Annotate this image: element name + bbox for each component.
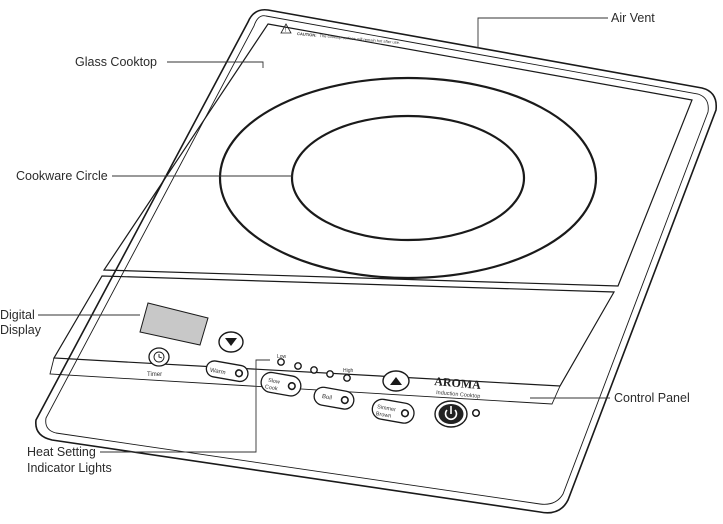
digital-display xyxy=(139,302,209,346)
simmer-brown-button[interactable] xyxy=(371,398,416,425)
timer-button[interactable] xyxy=(148,347,170,367)
arrow-up-icon xyxy=(390,377,402,385)
svg-text:Simmer Brown: Simmer Brown xyxy=(375,404,397,420)
slow-cook-button[interactable] xyxy=(260,371,303,398)
heat-light-4 xyxy=(326,370,334,378)
simmer-label-1: Simmer xyxy=(377,404,397,413)
cooktop-bevel xyxy=(45,15,709,505)
caution-prefix: CAUTION: xyxy=(297,31,317,38)
boil-label: Boil xyxy=(321,394,332,402)
air-vent-label: Air Vent xyxy=(611,11,655,25)
cookware-circle-inner xyxy=(290,114,526,242)
boil-button[interactable] xyxy=(313,386,356,411)
warm-indicator-icon xyxy=(234,369,244,378)
heat-indicator-label-1: Heat Setting xyxy=(27,445,96,459)
heat-light-1 xyxy=(277,358,285,366)
svg-text:CAUTION: The cooktop sur: CAUTION: The cooktop surface will remain… xyxy=(297,31,400,45)
digital-display-label-1: Digital xyxy=(0,308,35,322)
warning-icon-mark: ! xyxy=(285,28,287,34)
slow-cook-label-1: Slow xyxy=(268,378,281,386)
cookware-circle-outer xyxy=(218,76,598,280)
cooktop-base-outline xyxy=(35,8,718,514)
power-icon xyxy=(444,409,458,421)
control-panel-label: Control Panel xyxy=(614,391,690,405)
leader-lines xyxy=(38,17,610,453)
warm-label: Warm xyxy=(209,368,226,377)
slow-cook-indicator-icon xyxy=(287,381,296,391)
low-label: Low xyxy=(277,354,287,360)
heat-indicator-label-2: Indicator Lights xyxy=(27,461,112,475)
heat-indicator-lights xyxy=(277,358,351,382)
simmer-label-2: Brown xyxy=(375,411,391,420)
control-panel xyxy=(52,275,616,387)
timer-label: Timer xyxy=(147,372,162,378)
heat-light-5 xyxy=(343,374,351,382)
caution-text: The cooktop surface will remain hot afte… xyxy=(319,33,400,45)
brand-name: AROMA xyxy=(434,374,482,392)
svg-text:Slow Cook: Slow Cook xyxy=(264,377,281,392)
digital-display-label-2: Display xyxy=(0,323,42,337)
temp-down-button[interactable] xyxy=(218,331,244,353)
glass-cooktop-label: Glass Cooktop xyxy=(75,55,157,69)
power-indicator-light xyxy=(471,408,481,418)
slow-cook-label-2: Cook xyxy=(264,384,278,392)
clock-icon xyxy=(153,351,165,363)
simmer-indicator-icon xyxy=(400,409,410,418)
boil-indicator-icon xyxy=(340,395,349,405)
high-label: High xyxy=(343,368,354,374)
brand-subtitle: Induction Cooktop xyxy=(436,390,481,400)
heat-light-2 xyxy=(294,362,302,370)
cookware-circle-label: Cookware Circle xyxy=(16,169,108,183)
arrow-down-icon xyxy=(225,338,237,346)
heat-light-3 xyxy=(310,366,318,374)
glass-cooktop-surface xyxy=(102,23,693,287)
warning-icon xyxy=(280,23,292,34)
control-panel-front-edge xyxy=(49,357,561,405)
temp-up-button[interactable] xyxy=(382,370,410,392)
caution-label: ! CAUTION: The cooktop surface will rema… xyxy=(280,23,400,45)
warm-button[interactable] xyxy=(205,360,249,383)
power-button[interactable] xyxy=(434,400,468,428)
